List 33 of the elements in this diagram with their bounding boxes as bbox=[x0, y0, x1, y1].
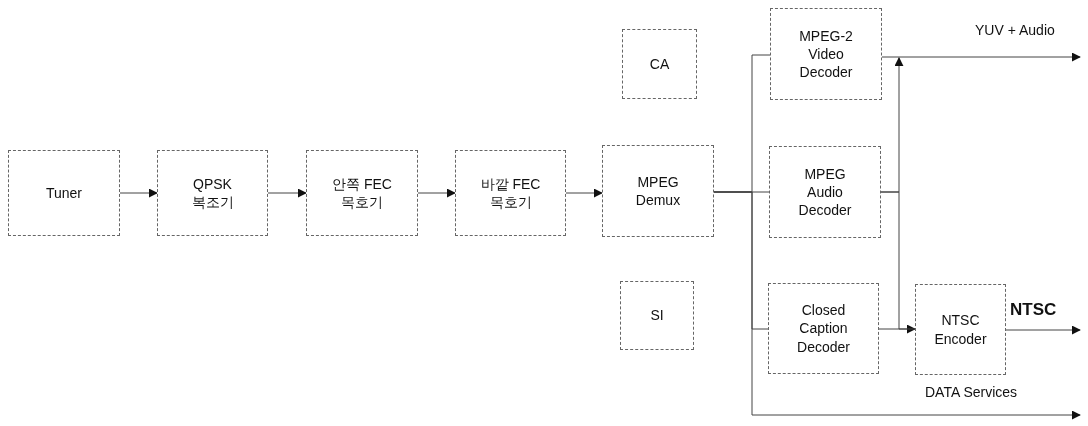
arrow bbox=[119, 188, 158, 198]
box-label: CA bbox=[649, 54, 670, 74]
process-box bbox=[8, 150, 120, 236]
box-label: MPEG-2 Video Decoder bbox=[798, 26, 854, 82]
signal-label: DATA Services bbox=[925, 384, 1018, 400]
box-label: NTSC Encoder bbox=[933, 311, 988, 348]
arrow bbox=[417, 188, 456, 198]
arrow bbox=[1005, 325, 1081, 335]
process-box bbox=[915, 284, 1006, 375]
box-label: MPEG Demux bbox=[634, 172, 682, 210]
box-label: Closed Caption Decoder bbox=[796, 301, 851, 356]
process-box bbox=[306, 150, 418, 236]
signal-label: NTSC bbox=[1010, 300, 1057, 320]
box-label: QPSK 복조기 bbox=[190, 174, 235, 212]
process-box bbox=[157, 150, 268, 236]
process-box bbox=[770, 8, 882, 100]
process-box bbox=[602, 145, 714, 237]
process-box bbox=[622, 29, 697, 99]
process-box bbox=[455, 150, 566, 236]
box-label: MPEG Audio Decoder bbox=[797, 164, 853, 220]
process-box bbox=[769, 146, 881, 238]
process-box bbox=[620, 281, 694, 350]
arrow bbox=[713, 191, 1081, 420]
box-label: SI bbox=[650, 306, 664, 325]
box-label: 바깥 FEC 목호기 bbox=[479, 174, 542, 212]
signal-label: YUV + Audio bbox=[975, 22, 1055, 38]
arrow bbox=[880, 191, 916, 334]
box-label: 안쪽 FEC 목호기 bbox=[331, 174, 393, 212]
box-label: Tuner bbox=[45, 183, 83, 203]
arrow bbox=[565, 188, 603, 198]
arrow bbox=[267, 188, 307, 198]
arrow bbox=[881, 52, 1081, 62]
process-box bbox=[768, 283, 879, 374]
